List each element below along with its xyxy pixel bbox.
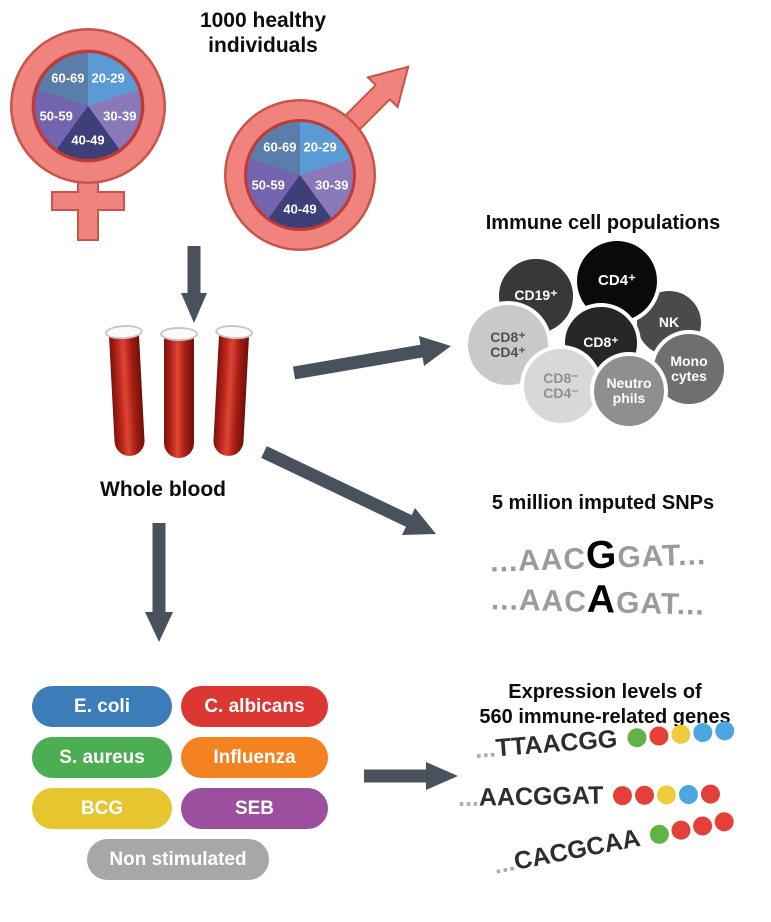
gene-dot [714, 720, 735, 742]
stimulus-non-stimulated: Non stimulated [87, 839, 269, 880]
cell-label: CD19⁺ [514, 287, 558, 304]
blood-tube-body [108, 331, 146, 457]
gene-dot-row [610, 784, 721, 806]
female-ring [12, 30, 164, 182]
arrow-blood-to-stimuli [145, 523, 173, 642]
gene-dot [647, 823, 671, 846]
cohort-title: 1000 healthy individuals [168, 8, 358, 58]
stimulus-bcg: BCG [32, 788, 172, 829]
cell-label: CD8⁻ CD4⁻ [543, 369, 579, 401]
pie-label-40-49: 40-49 [283, 201, 317, 217]
gene-dot [626, 727, 647, 748]
gene-dot [613, 785, 633, 806]
snp-seq-prefix: ...AAC [489, 542, 587, 579]
pill-label: C. albicans [204, 695, 305, 717]
snp-variant-allele: A [586, 577, 617, 622]
gene-sequence: TTAACGG [494, 724, 619, 763]
pill-label: S. aureus [59, 746, 145, 768]
gene-dot [679, 784, 699, 805]
cell-label: CD8⁺ [583, 334, 619, 351]
blood-tube [104, 324, 149, 462]
snp-seq-prefix: ...AAC [490, 583, 588, 619]
gene-dot-row [623, 720, 735, 749]
whole-blood-label: Whole blood [100, 478, 226, 501]
pie-label-30-39: 30-39 [103, 108, 137, 124]
sequence-ellipsis: ... [457, 783, 480, 812]
gene-dot [691, 814, 714, 838]
cell-label: CD8⁺ CD4⁺ [490, 328, 526, 360]
cohort-title-line2: individuals [208, 34, 318, 58]
pie-label-20-29: 20-29 [303, 139, 337, 155]
pie-label-50-59: 50-59 [251, 177, 285, 193]
pie-label-30-39: 30-39 [315, 177, 349, 193]
pie-label-50-59: 50-59 [39, 108, 73, 124]
arrow-stimuli-to-expression [364, 762, 458, 790]
sequence-ellipsis: ... [473, 734, 497, 764]
blood-tube-body [212, 331, 250, 457]
expression-title: Expression levels of 560 immune-related … [440, 680, 770, 730]
gene-sequence: AACGGAT [478, 781, 604, 812]
gene-dot [692, 722, 713, 743]
pie-label-60-69: 60-69 [263, 139, 297, 155]
snp-seq-suffix: GAT... [615, 586, 706, 622]
cell-label: Neutro phils [606, 374, 652, 406]
snp-sequence-alt: ...AACAGAT... [447, 574, 748, 626]
snps-title: 5 million imputed SNPs [491, 492, 715, 514]
immune-populations-title: Immune cell populations [485, 212, 721, 234]
gene-dot [669, 819, 692, 842]
male-age-pie-chart: 20-29 30-39 40-49 50-59 60-69 [244, 119, 356, 231]
pie-label-20-29: 20-29 [91, 70, 125, 86]
blood-tube [208, 324, 254, 462]
stimulus-saureus: S. aureus [32, 737, 172, 778]
cell-label: Mono cytes [670, 352, 708, 384]
male-ring [226, 101, 374, 249]
gene-dot [670, 724, 691, 745]
blood-tube [160, 327, 198, 463]
immune-cell-cluster: CD19⁺ NK CD4⁺ CD8⁺ CD4⁺ CD8⁺ CD8⁻ CD4⁻ M… [455, 237, 735, 435]
female-age-pie-chart: 20-29 30-39 40-49 50-59 60-69 [32, 50, 144, 162]
gene-sequence-row: ...CACGCAA [491, 806, 736, 881]
gene-dot [712, 810, 735, 833]
stimulus-influenza: Influenza [181, 737, 328, 778]
stimulus-seb: SEB [181, 788, 328, 829]
pill-label: Influenza [213, 746, 296, 768]
arrow-individuals-to-blood [181, 246, 207, 323]
female-cross [51, 167, 125, 241]
gene-dot [657, 785, 677, 805]
gene-dot [701, 784, 721, 804]
expression-title-line2: 560 immune-related genes [479, 706, 731, 728]
pie-label-60-69: 60-69 [51, 70, 85, 86]
cell-label: CD4⁺ [598, 271, 636, 289]
expression-title-line1: Expression levels of [508, 681, 702, 703]
blood-tube-body [164, 334, 194, 458]
snp-seq-suffix: GAT... [616, 538, 707, 575]
cell-label: NK [658, 314, 680, 331]
stimulus-ecoli: E. coli [32, 686, 172, 727]
gene-sequence: CACGCAA [511, 823, 643, 876]
gene-dot [648, 725, 669, 747]
stimulus-calbicans: C. albicans [181, 686, 328, 727]
blood-tube-rim [160, 327, 198, 341]
gene-sequence-row: ...AACGGAT [458, 779, 721, 813]
pie-label-40-49: 40-49 [71, 132, 105, 148]
pill-label: E. coli [74, 695, 130, 717]
arrow-blood-to-snps [261, 446, 436, 535]
male-symbol-icon [224, 65, 410, 251]
female-symbol-icon [10, 28, 166, 241]
gene-dot [635, 785, 655, 805]
gene-dot-row [645, 810, 735, 846]
cohort-title-line1: 1000 healthy [199, 9, 327, 32]
pill-label: SEB [234, 797, 275, 819]
cell-neutrophils: Neutro phils [590, 352, 668, 430]
pill-label: Non stimulated [109, 848, 247, 870]
cell-cd8-cd4-neg: CD8⁻ CD4⁻ [520, 345, 602, 427]
snp-variant-allele: G [585, 533, 619, 578]
arrow-blood-to-cells [292, 336, 451, 380]
pill-label: BCG [80, 797, 124, 819]
